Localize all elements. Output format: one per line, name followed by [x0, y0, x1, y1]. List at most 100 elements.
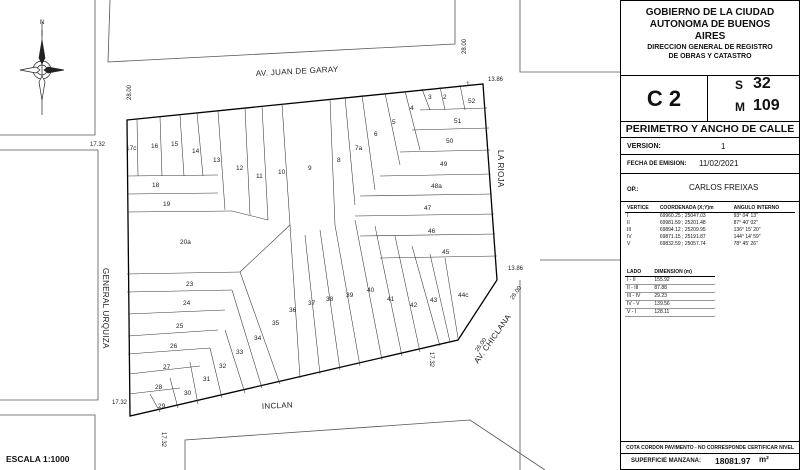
version-label: VERSION:: [627, 143, 661, 150]
lot-number-47: 47: [424, 205, 432, 212]
fecha-label: FECHA DE EMISION:: [627, 161, 687, 167]
lot-number-33: 33: [236, 349, 244, 356]
vertex-coord: 69960.25 ; 25047.03: [659, 213, 706, 219]
lot-number-49: 49: [440, 161, 448, 168]
vertices-header: COORDENADA (X;Y)m: [657, 205, 732, 213]
vertex-angle: 78° 45' 26": [733, 241, 758, 247]
lot-number-31: 31: [203, 376, 211, 383]
table-row: III 69894.12 ; 25209.95 136° 15' 20": [625, 227, 795, 234]
lot-number-29: 29: [158, 403, 166, 410]
vertex-angle: 93° 04' 13": [733, 213, 758, 219]
lot-number-36: 36: [289, 307, 297, 314]
dim-label-3: 17.32: [90, 142, 106, 148]
map-drawing: N AV. JUAN DE GARAY LA RIOJA GENERAL URQ…: [0, 0, 620, 470]
street-west-label: GENERAL URQUIZA: [101, 268, 110, 349]
lot-number-18: 18: [152, 182, 160, 189]
panel-title: GOBIERNO DE LA CIUDAD AUTONOMA DE BUENOS…: [645, 7, 775, 42]
divider: [621, 75, 799, 76]
block-nw-outline: [0, 0, 96, 136]
superficie-value: 18081.97: [715, 456, 751, 466]
lot-number-25: 25: [176, 323, 184, 330]
lot-number-41: 41: [387, 296, 395, 303]
scale-label: ESCALA 1:1000: [6, 454, 70, 464]
lado-id: III - IV: [625, 292, 653, 301]
lot-number-51: 51: [454, 118, 462, 125]
vertex-coord: 69871.15 ; 25191.87: [659, 234, 706, 240]
lot-number-43: 43: [430, 297, 438, 304]
perimetro-heading: PERIMETRO Y ANCHO DE CALLE: [625, 123, 795, 135]
lot-number-2: 2: [443, 94, 447, 101]
vertex-id: III: [627, 227, 632, 233]
lado-id: II - III: [625, 284, 653, 293]
lot-number-19: 19: [163, 201, 171, 208]
lot-number-14: 14: [192, 148, 200, 155]
lot-number-45: 45: [442, 249, 450, 256]
north-label: N: [40, 20, 44, 26]
vertex-angle: 144° 14' 59": [733, 234, 761, 240]
divider: [707, 75, 708, 121]
street-east-label: LA RIOJA: [496, 150, 505, 188]
lot-number-38: 38: [326, 296, 334, 303]
dim-label-5: 26.00: [510, 285, 524, 301]
dim-label-0: 28.00: [462, 38, 468, 54]
table-row: IV 69871.15 ; 25191.87 144° 14' 59": [625, 234, 795, 241]
lot-number-1: 1: [466, 81, 470, 88]
street-southeast-label: AV. CHICLANA: [472, 312, 513, 365]
block-ne-outline: [519, 0, 620, 73]
lot-number-23: 23: [186, 281, 194, 288]
lot-number-13: 13: [213, 157, 221, 164]
lot-number-28: 28: [155, 384, 163, 391]
info-panel: GOBIERNO DE LA CIUDAD AUTONOMA DE BUENOS…: [620, 0, 800, 470]
dim-label-1: 28.00: [127, 84, 133, 100]
lot-number-46: 46: [428, 228, 436, 235]
lot-number-8: 8: [337, 157, 341, 164]
lado-id: I - II: [625, 276, 653, 285]
parcel-lines: [126, 84, 498, 413]
operador-value: CARLOS FREIXAS: [689, 183, 759, 192]
block-sw-outline: [0, 414, 96, 470]
divider: [621, 453, 799, 454]
seccion-label: S: [735, 78, 744, 92]
lado-id: V - I: [625, 308, 653, 317]
lot-number-10: 10: [278, 169, 286, 176]
divider: [621, 173, 799, 174]
divider: [621, 121, 799, 122]
lot-number-52: 52: [468, 98, 476, 105]
vertex-coord: 69894.12 ; 25209.95: [659, 227, 706, 233]
lot-number-50: 50: [446, 138, 454, 145]
panel-subtitle: DIRECCION GENERAL DE REGISTRO DE OBRAS Y…: [647, 44, 773, 60]
lot-number-42: 42: [410, 302, 418, 309]
vertex-id: IV: [627, 234, 632, 240]
dim-label-9: 17.32: [160, 432, 166, 448]
block-n-outline: [107, 0, 456, 63]
lot-number-34: 34: [254, 335, 262, 342]
manzana-value: 109: [753, 97, 780, 114]
lot-number-40: 40: [367, 287, 375, 294]
vertex-angle: 136° 15' 20": [733, 227, 761, 233]
block-s-outline: [184, 419, 546, 470]
lado-dim: 128.11: [652, 308, 715, 317]
circunscripcion-value: C 2: [646, 86, 682, 111]
vertex-coord: 69981.59 ; 25201.48: [659, 220, 706, 226]
manzana-label: M: [735, 100, 745, 114]
lado-id: IV - V: [625, 300, 653, 309]
lot-number-12: 12: [236, 165, 244, 172]
vertex-angle: 87° 40' 02": [733, 220, 758, 226]
superficie-label: SUPERFICIE MANZANA:: [631, 458, 701, 464]
dim-label-2: 13.86: [488, 77, 504, 83]
vertex-id: II: [627, 220, 630, 226]
divider: [621, 201, 799, 202]
dim-label-8: 17.32: [112, 400, 128, 406]
table-row: II 69981.59 ; 25201.48 87° 40' 02": [625, 220, 795, 227]
vertex-id: I: [627, 213, 629, 219]
lot-number-44c: 44c: [458, 292, 469, 299]
dim-label-4: 13.86: [508, 266, 524, 272]
vertices-header: ANGULO INTERNO: [731, 205, 795, 213]
seccion-value: 32: [753, 75, 771, 92]
fecha-value: 11/02/2021: [699, 159, 739, 168]
divider: [621, 154, 799, 155]
